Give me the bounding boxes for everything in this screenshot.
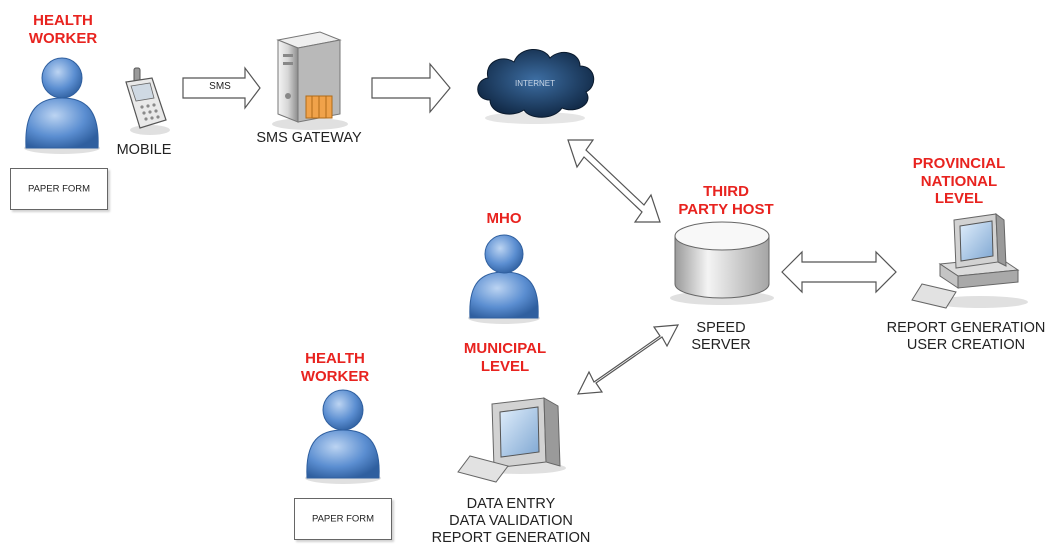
municipal-server-double-arrow [576,324,680,395]
internet-label: INTERNET [515,79,555,88]
mho-title: MHO [486,210,522,227]
municipal-computer-icon [457,397,566,483]
health-worker-bottom-person-icon [305,389,381,484]
health-worker-bottom-title: HEALTH WORKER [300,350,370,385]
speed-server-database-icon [670,221,774,305]
internet-server-double-arrow [567,139,661,223]
provincial-label: REPORT GENERATION USER CREATION [886,320,1046,354]
speed-server-label: SPEED SERVER [691,320,751,354]
paper-form-bottom: PAPER FORM [294,498,392,540]
municipal-computer-label: DATA ENTRY DATA VALIDATION REPORT GENERA… [431,496,591,547]
municipal-level-title: MUNICIPAL LEVEL [463,340,547,375]
sms-arrow [182,66,261,110]
health-worker-top-person-icon [24,57,100,154]
paper-form-top-label: PAPER FORM [27,183,91,195]
server-provincial-double-arrow [781,250,897,294]
paper-form-top: PAPER FORM [10,168,108,210]
third-party-host-title: THIRD PARTY HOST [678,183,774,218]
provincial-computer-icon [911,212,1028,309]
paper-form-bottom-label: PAPER FORM [311,513,375,525]
sms-gateway-label: SMS GATEWAY [256,130,362,146]
sms-gateway-server-icon [272,31,348,130]
mobile-label: MOBILE [116,142,172,158]
mobile-phone-icon [125,67,170,135]
internet-cloud-icon [477,49,595,124]
health-worker-top-title: HEALTH WORKER [28,12,98,47]
sms-arrow-label: SMS [209,81,231,92]
gateway-to-internet-arrow [371,62,451,114]
mho-person-icon [468,234,540,324]
provincial-title: PROVINCIAL NATIONAL LEVEL [912,155,1006,208]
